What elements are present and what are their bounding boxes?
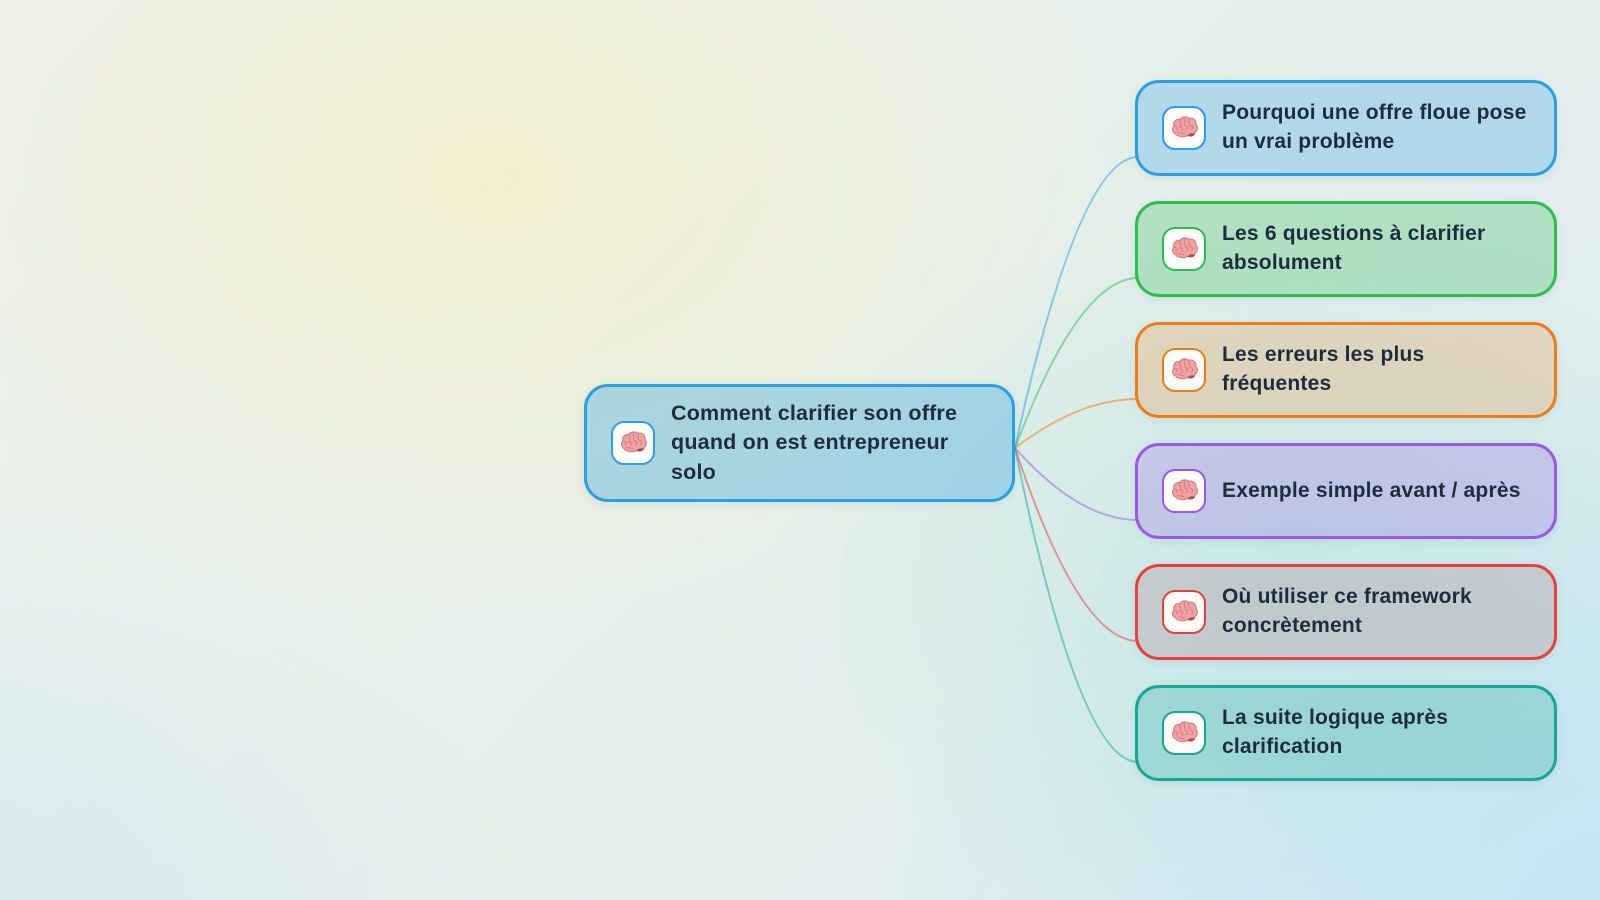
mindmap-child-node[interactable]: Où utiliser ce framework concrètement [1135, 564, 1557, 660]
node-icon-chip [1162, 711, 1206, 755]
node-icon-chip [611, 421, 655, 465]
node-label: Comment clarifier son offre quand on est… [671, 401, 958, 484]
node-icon-chip [1162, 106, 1206, 150]
mindmap-child-node[interactable]: Pourquoi une offre floue pose un vrai pr… [1135, 80, 1557, 176]
brain-icon [1172, 358, 1198, 380]
connector-edge [1014, 447, 1139, 521]
connector-edge [1014, 447, 1139, 763]
mindmap-root-node[interactable]: Comment clarifier son offre quand on est… [584, 384, 1015, 502]
node-label: Les 6 questions à clarifier absolument [1222, 222, 1486, 274]
brain-icon [1172, 237, 1198, 259]
connector-edge [1014, 156, 1139, 449]
node-label: Les erreurs les plus fréquentes [1222, 343, 1425, 395]
node-icon-chip [1162, 227, 1206, 271]
connector-edge [1014, 398, 1139, 449]
node-label: La suite logique après clarification [1222, 706, 1449, 758]
brain-icon [1172, 479, 1198, 501]
node-icon-chip [1162, 469, 1206, 513]
connector-edge [1014, 277, 1139, 449]
mindmap-child-node[interactable]: Exemple simple avant / après [1135, 443, 1557, 539]
brain-icon [1172, 600, 1198, 622]
brain-icon [1172, 721, 1198, 743]
mindmap-child-node[interactable]: Les 6 questions à clarifier absolument [1135, 201, 1557, 297]
mindmap-child-node[interactable]: Les erreurs les plus fréquentes [1135, 322, 1557, 418]
mindmap-child-node[interactable]: La suite logique après clarification [1135, 685, 1557, 781]
node-label: Pourquoi une offre floue pose un vrai pr… [1222, 101, 1527, 153]
node-label: Où utiliser ce framework concrètement [1222, 585, 1472, 637]
connector-edge [1014, 447, 1139, 642]
node-icon-chip [1162, 590, 1206, 634]
brain-icon [621, 431, 647, 453]
brain-icon [1172, 116, 1198, 138]
node-label: Exemple simple avant / après [1222, 478, 1521, 502]
node-icon-chip [1162, 348, 1206, 392]
